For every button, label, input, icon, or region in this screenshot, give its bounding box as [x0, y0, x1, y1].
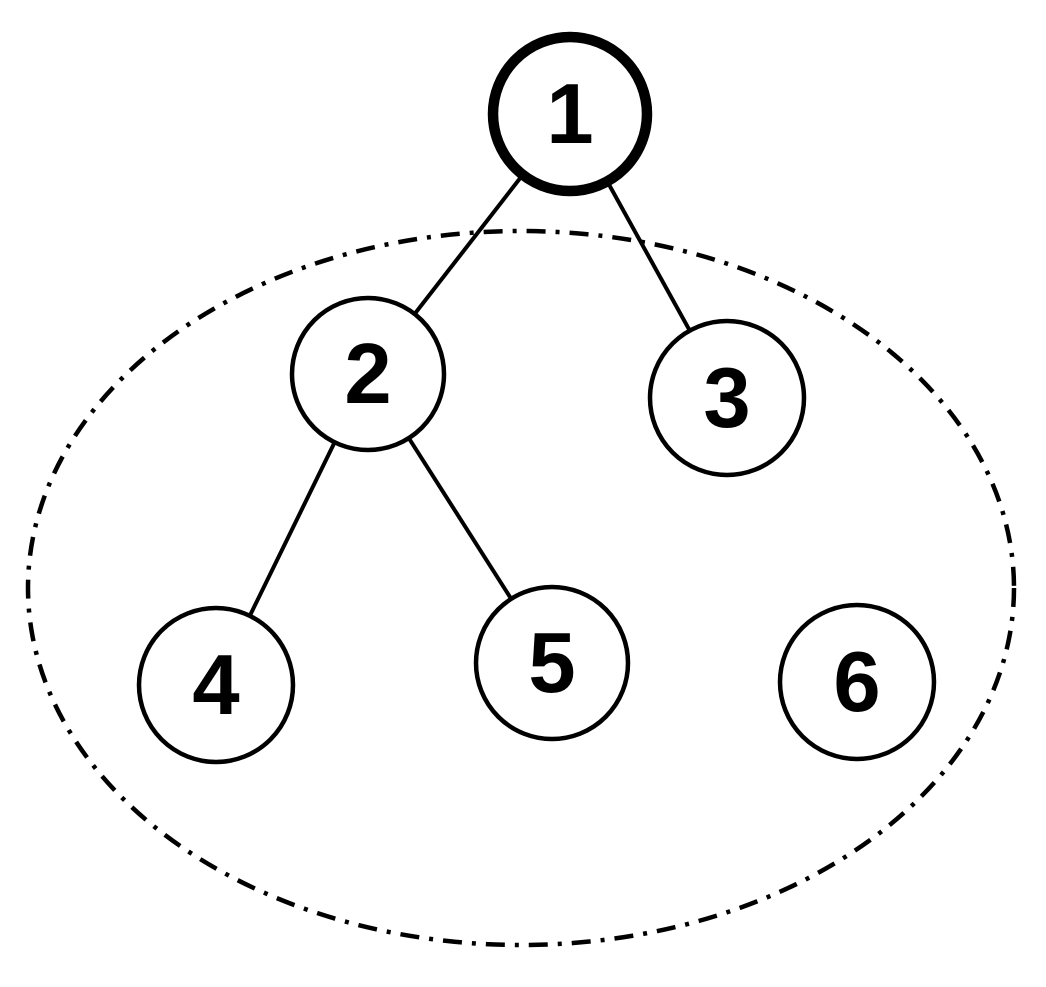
node-1-circle — [487, 31, 653, 197]
node-6-label: 6 — [833, 635, 880, 730]
node-6-circle — [777, 602, 937, 762]
node-5-label: 5 — [528, 616, 575, 711]
node-3-label: 3 — [703, 351, 750, 446]
node-4-label: 4 — [192, 638, 239, 733]
node-2-label: 2 — [344, 327, 391, 422]
node-1-label: 1 — [546, 67, 593, 162]
node-5-circle — [473, 584, 631, 742]
node-2-circle — [289, 295, 447, 453]
subtree-group-dashdot-ellipse — [25, 228, 1017, 948]
node-4-circle — [136, 605, 296, 765]
node-3-circle — [647, 318, 807, 478]
